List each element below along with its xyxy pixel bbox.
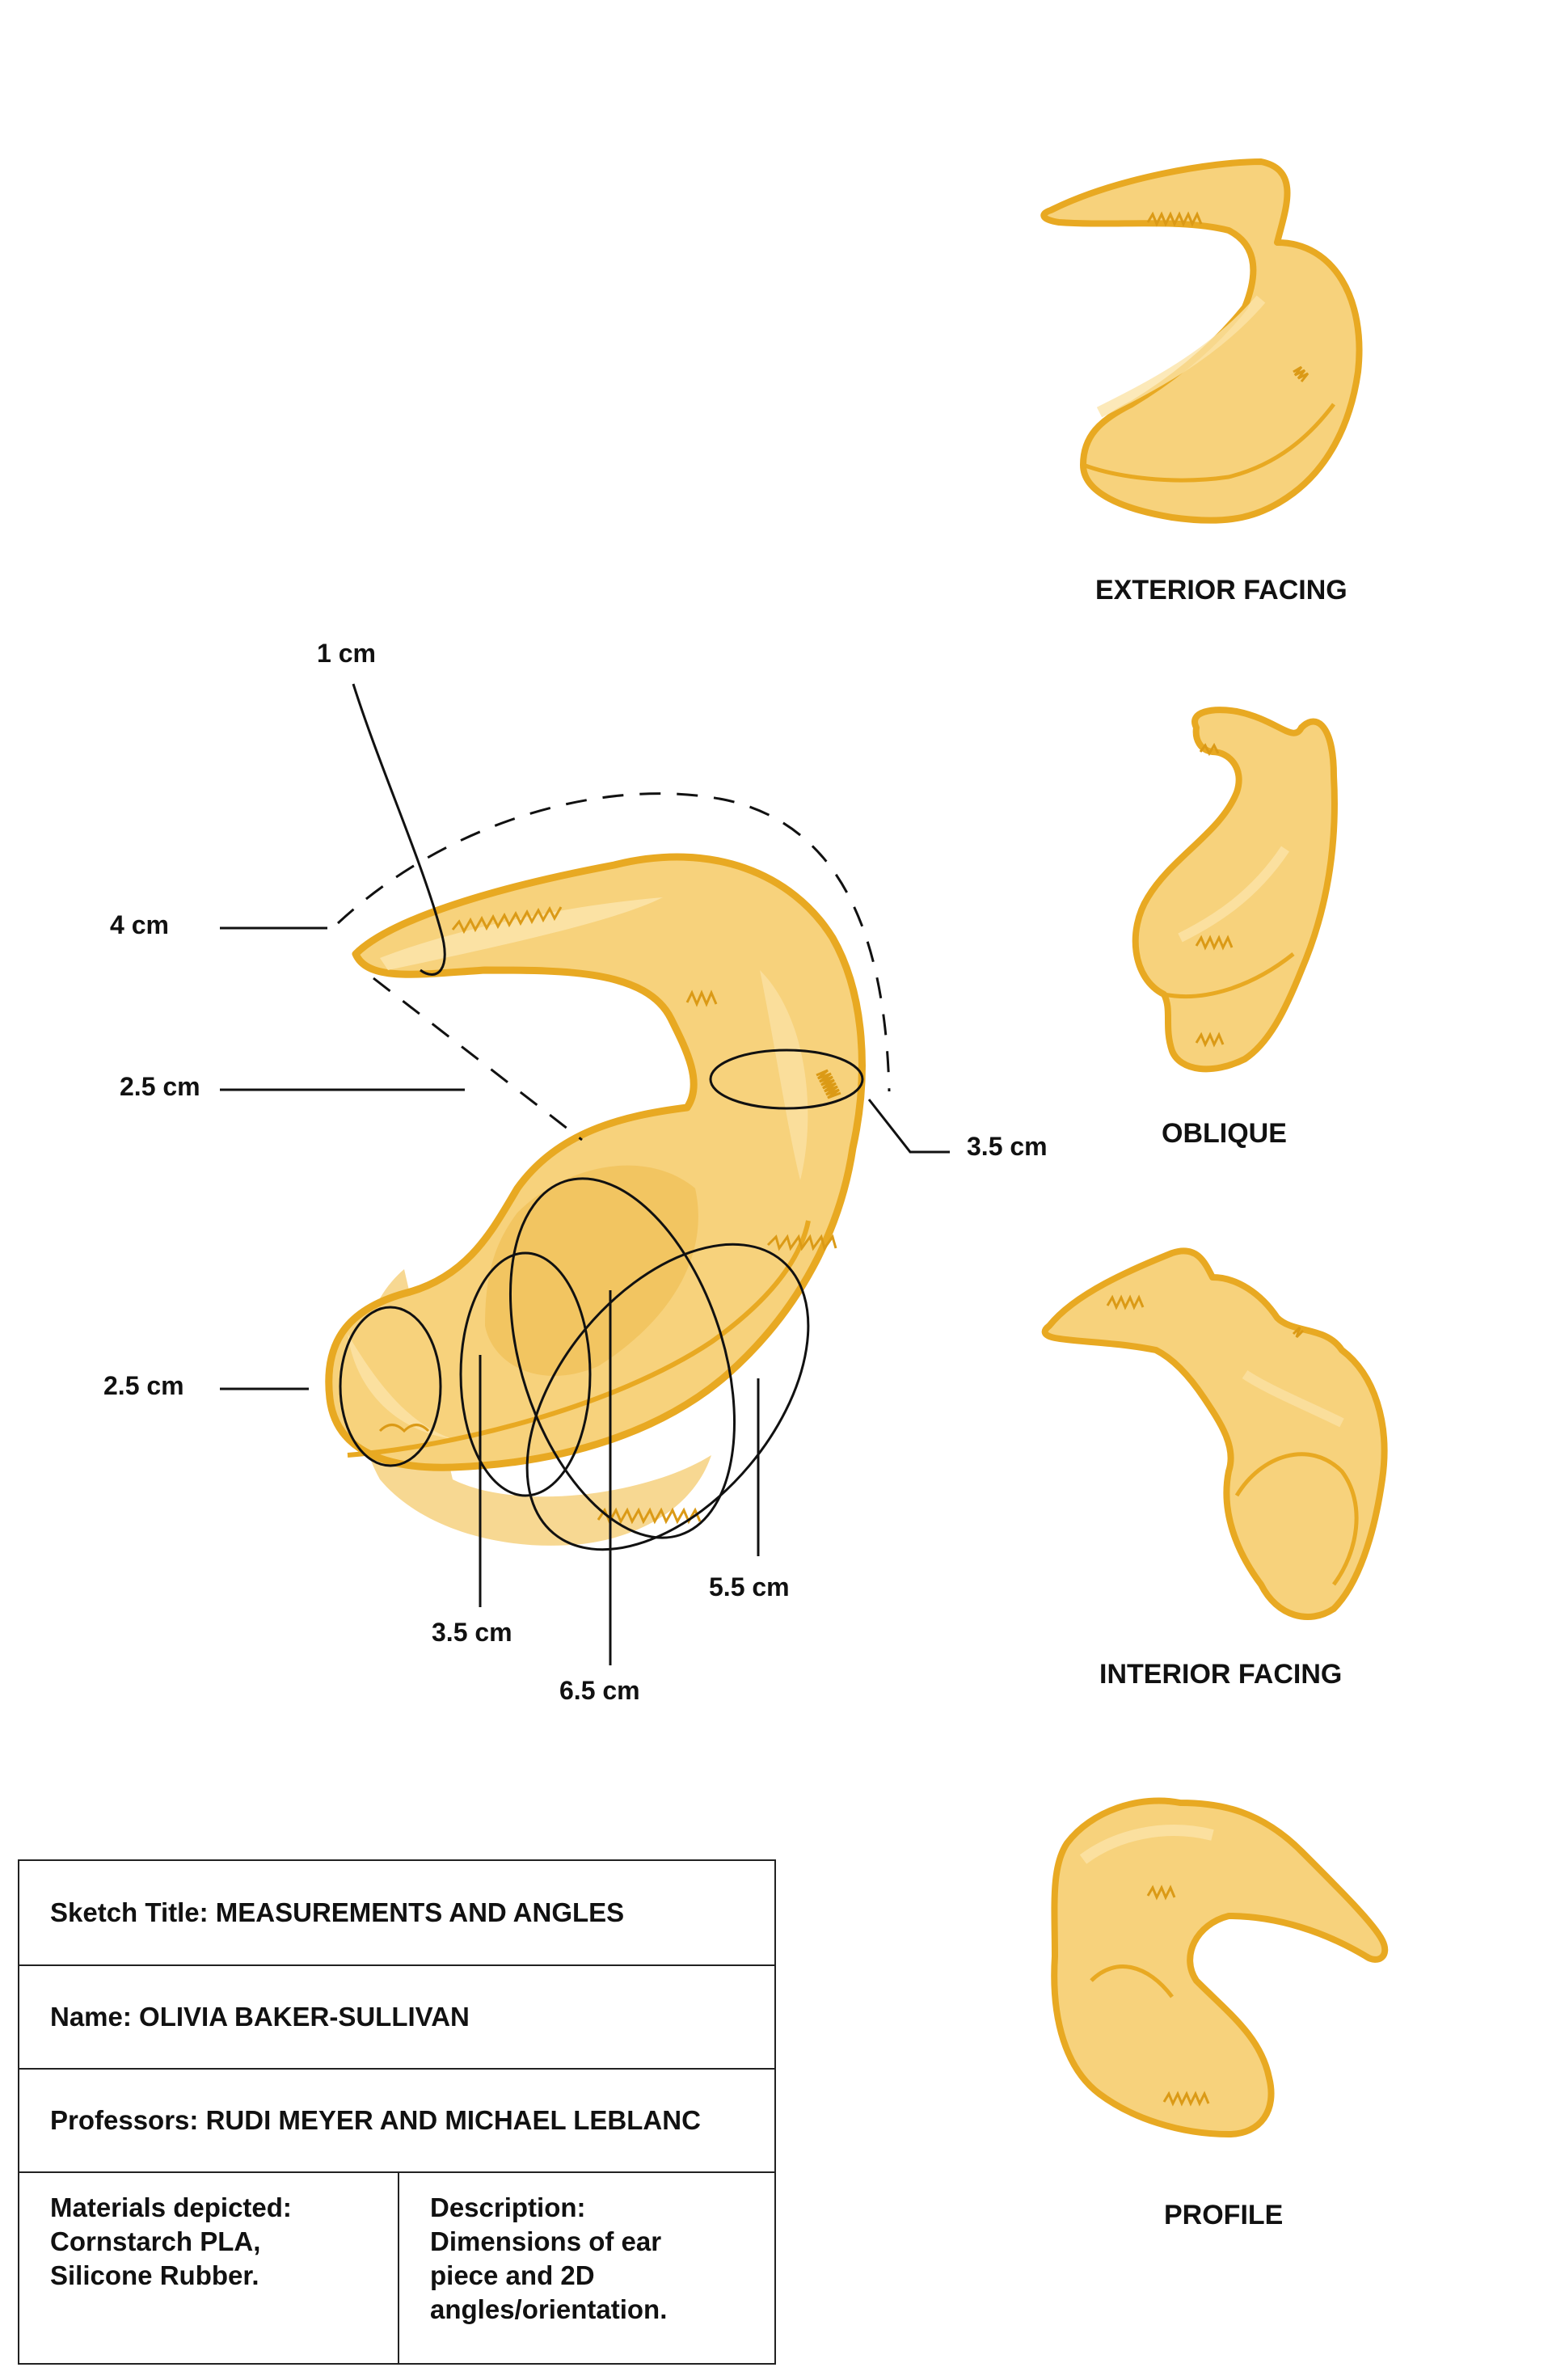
title-block-name-row: Name: OLIVIA BAKER-SULLIVAN bbox=[19, 1966, 774, 2070]
exterior-facing-view bbox=[1040, 158, 1363, 524]
measure-arc-span: 2.5 cm bbox=[120, 1072, 200, 1101]
measure-body-width-b: 5.5 cm bbox=[709, 1572, 790, 1601]
view-label-oblique: OBLIQUE bbox=[1162, 1118, 1287, 1149]
dashed-angle-guides bbox=[336, 792, 891, 1141]
materials-depicted: Materials depicted: Cornstarch PLA, Sili… bbox=[50, 2192, 292, 2290]
description: Description: Dimensions of ear piece and… bbox=[430, 2192, 668, 2324]
sketch-title: Sketch Title: MEASUREMENTS AND ANGLES bbox=[50, 1897, 625, 1927]
professors: Professors: RUDI MEYER AND MICHAEL LEBLA… bbox=[50, 2105, 701, 2135]
measurement-annotations bbox=[220, 683, 950, 1665]
main-ear-piece bbox=[325, 853, 866, 1546]
profile-view bbox=[1051, 1797, 1389, 2137]
view-label-profile: PROFILE bbox=[1164, 2200, 1284, 2230]
measure-end-diameter: 2.5 cm bbox=[103, 1371, 184, 1400]
view-label-interior: INTERIOR FACING bbox=[1099, 1659, 1343, 1690]
view-label-exterior: EXTERIOR FACING bbox=[1095, 575, 1347, 606]
measure-tip-width: 4 cm bbox=[110, 910, 169, 939]
measure-neck-diameter: 3.5 cm bbox=[967, 1132, 1048, 1161]
interior-facing-view bbox=[1041, 1247, 1388, 1620]
title-block-professors-row: Professors: RUDI MEYER AND MICHAEL LEBLA… bbox=[19, 2070, 774, 2173]
title-block-sketch-title-row: Sketch Title: MEASUREMENTS AND ANGLES bbox=[19, 1861, 774, 1966]
measure-body-width-a: 3.5 cm bbox=[432, 1618, 512, 1647]
title-block: Sketch Title: MEASUREMENTS AND ANGLES Na… bbox=[18, 1859, 776, 2365]
title-block-materials-cell: Materials depicted: Cornstarch PLA, Sili… bbox=[19, 2173, 399, 2363]
oblique-view bbox=[1132, 707, 1338, 1073]
measure-tip-radius: 1 cm bbox=[317, 639, 376, 668]
title-block-description-cell: Description: Dimensions of ear piece and… bbox=[399, 2173, 774, 2363]
author-name: Name: OLIVIA BAKER-SULLIVAN bbox=[50, 2002, 470, 2032]
measure-body-length: 6.5 cm bbox=[559, 1676, 640, 1705]
